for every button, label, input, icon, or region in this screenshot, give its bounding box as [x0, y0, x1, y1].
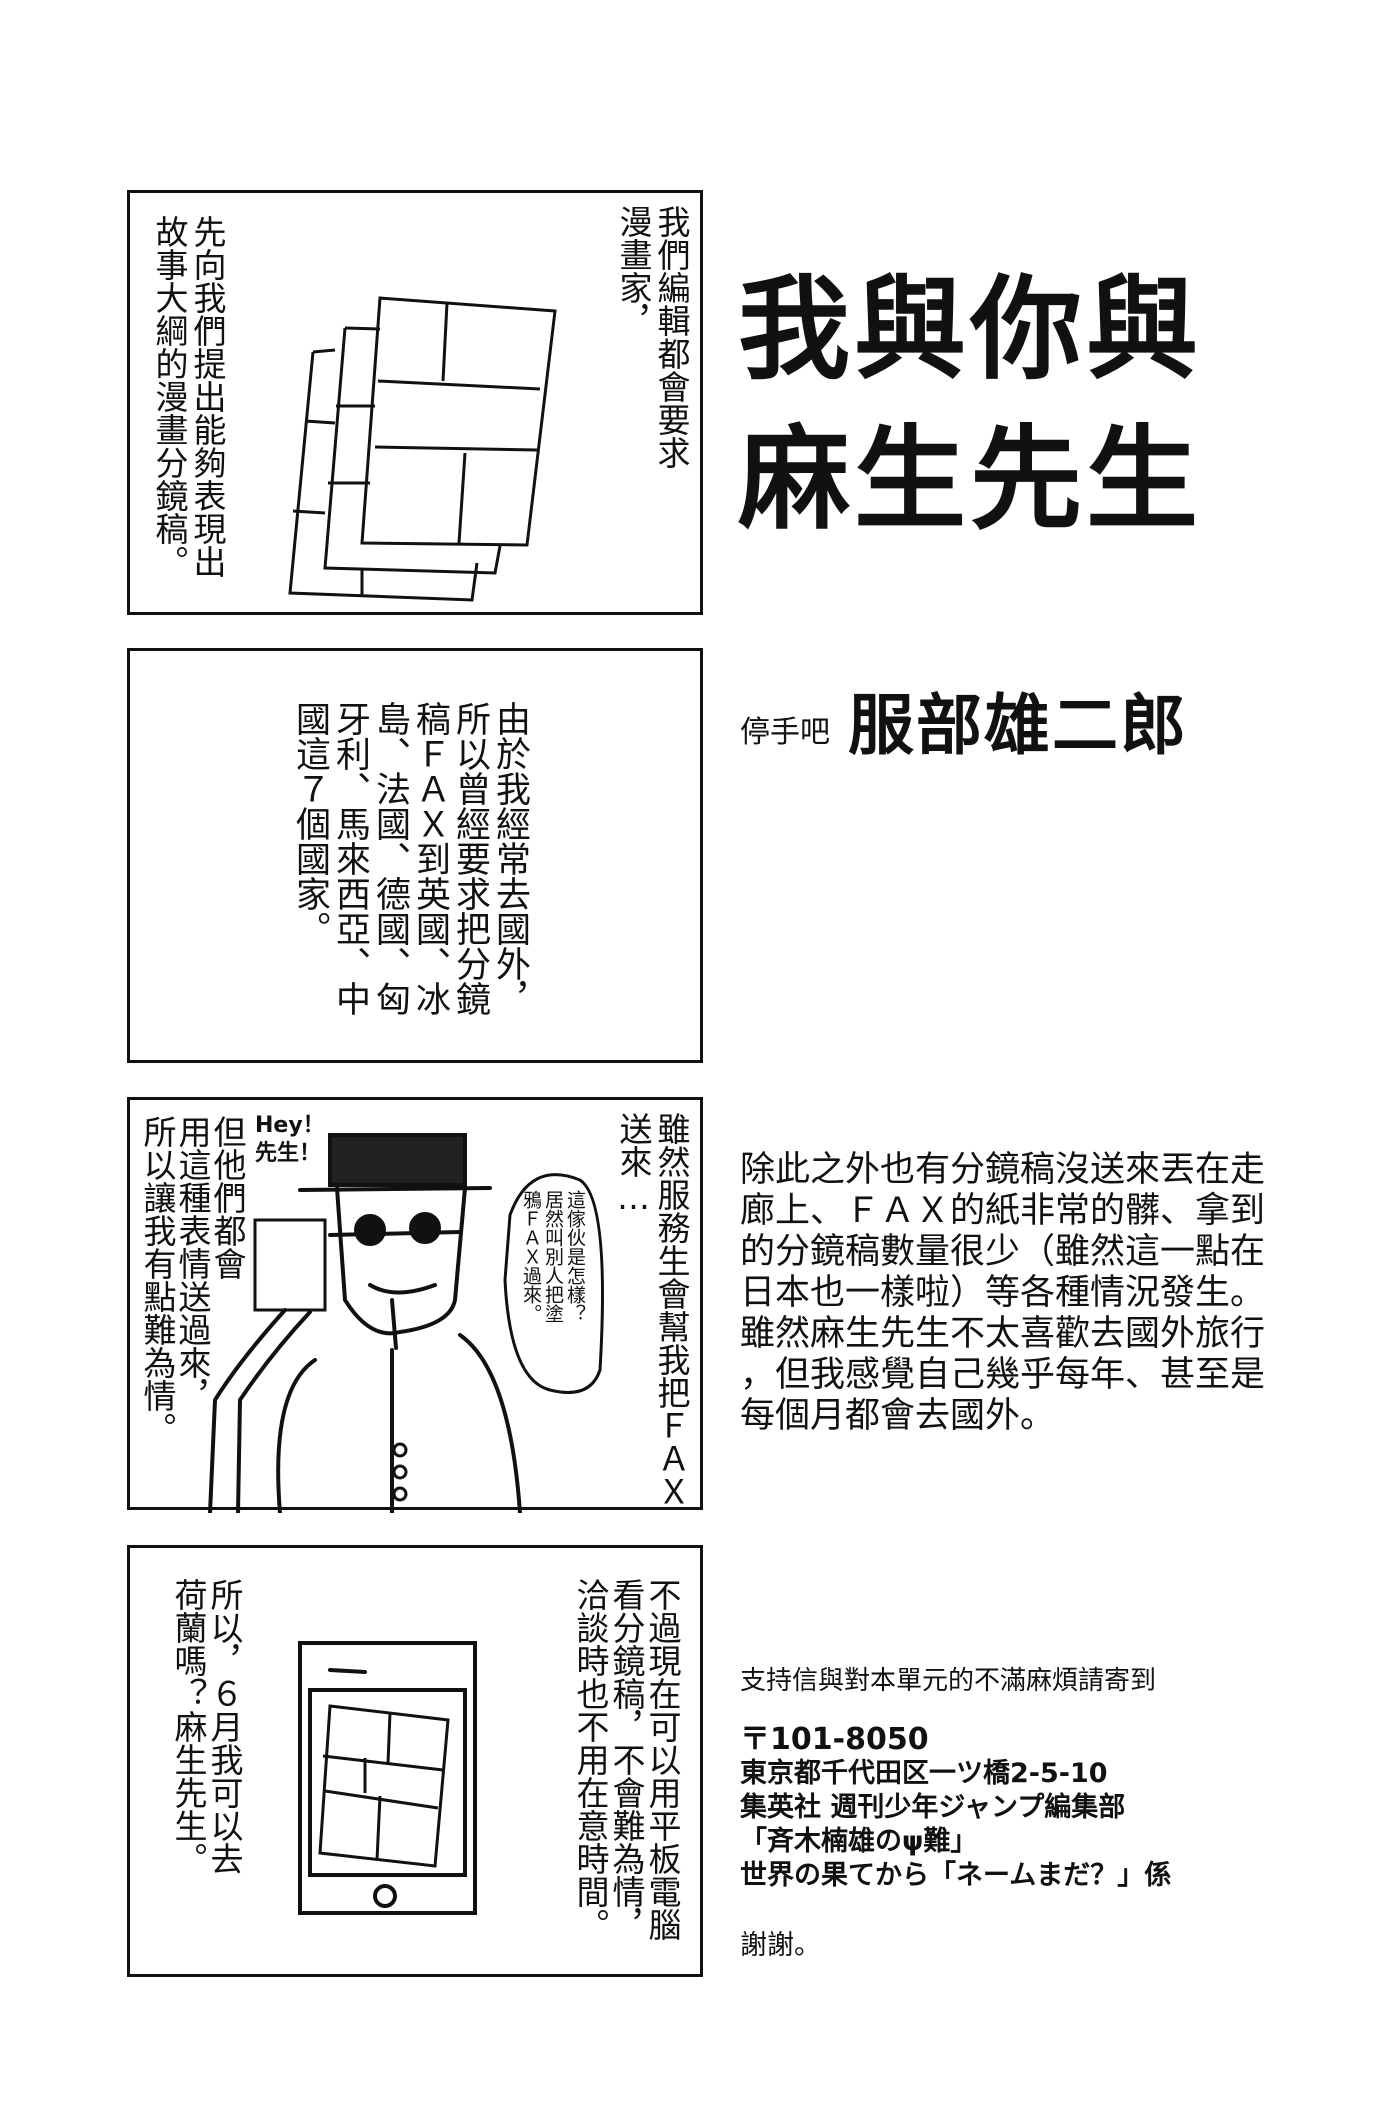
byline: 停手吧服部雄二郎 — [740, 672, 1188, 768]
comic-panel-1: 我們編輯都會要求 漫畫家， 先向我們提出能夠表現出 故事大綱的漫畫分鏡稿。 — [127, 190, 703, 615]
panel-4-left-text: 所以，６月我可以去 荷蘭嗎？麻生先生。 — [169, 1578, 244, 1875]
panel-1-right-text: 我們編輯都會要求 漫畫家， — [614, 205, 691, 469]
title-line-2: 麻生先生 — [738, 415, 1202, 545]
title-line-1: 我與你與 — [738, 265, 1202, 395]
paragraph-line: 的分鏡稿數量很少（雖然這一點在 — [740, 1232, 1266, 1272]
comic-panel-4: 不過現在可以用平板電腦 看分鏡稿，不會難為情， 洽談時也不用在意時間。 所以，６… — [127, 1545, 703, 1977]
letters-intro: 支持信與對本單元的不滿麻煩請寄到 — [740, 1666, 1157, 1696]
mailing-address: 〒101-8050 東京都千代田区一ツ橋2-5-10 集英社 週刊少年ジャンプ編… — [740, 1723, 1171, 1893]
body-paragraph: 除此之外也有分鏡稿沒送來丟在走 廊上、ＦＡＸ的紙非常的髒、拿到 的分鏡稿數量很少… — [740, 1150, 1270, 1437]
comic-panel-2: 由於我經常去國外， 所以曾經要求把分鏡 稿ＦＡＸ到英國、冰 島、法國、德國、匈 … — [127, 648, 703, 1063]
address-line: 集英社 週刊少年ジャンプ編集部 — [740, 1792, 1126, 1823]
paragraph-line: ，但我感覺自己幾乎每年、甚至是 — [740, 1355, 1266, 1395]
paragraph-line: 雖然麻生先生不太喜歡去國外旅行 — [740, 1314, 1266, 1354]
address-line: 「斉木楠雄のψ難」 — [740, 1826, 978, 1857]
paragraph-line: 日本也一樣啦）等各種情況發生。 — [740, 1273, 1266, 1313]
panel-3-right-text: 雖然服務生會幫我把ＦＡＸ 送來… — [614, 1112, 691, 1508]
panel-3-left-text: 但他們都會 用這種表情送過來， 所以讓我有點難為情。 — [138, 1115, 247, 1445]
page-title: 我與你與 麻生先生 — [738, 255, 1202, 555]
postal-code: 〒101-8050 — [740, 1722, 929, 1757]
panel-2-text: 由於我經常去國外， 所以曾經要求把分鏡 稿ＦＡＸ到英國、冰 島、法國、德國、匈 … — [290, 701, 530, 1016]
paragraph-line: 廊上、ＦＡＸ的紙非常的髒、拿到 — [740, 1191, 1266, 1231]
waiter-drawing — [208, 1133, 604, 1513]
panel-1-left-text: 先向我們提出能夠表現出 故事大綱的漫畫分鏡稿。 — [150, 215, 227, 578]
panel-4-right-text: 不過現在可以用平板電腦 看分鏡稿，不會難為情， 洽談時也不用在意時間。 — [571, 1578, 682, 1941]
paragraph-line: 每個月都會去國外。 — [740, 1396, 1056, 1436]
thought-bubble-outline — [503, 1173, 604, 1394]
tablet-drawing — [298, 1641, 477, 1915]
comic-panel-3: 雖然服務生會幫我把ＦＡＸ 送來… 但他們都會 用這種表情送過來， 所以讓我有點難… — [127, 1097, 703, 1513]
address-line: 世界の果てから「ネームまだ？」係 — [740, 1860, 1172, 1891]
thought-bubble-text: 這傢伙是怎樣？ 居然叫別人把塗 鴉ＦＡＸ過來。 — [520, 1190, 586, 1323]
author-name: 服部雄二郎 — [848, 687, 1188, 764]
letters-section: 支持信與對本單元的不滿麻煩請寄到 〒101-8050 東京都千代田区一ツ橋2-5… — [740, 1660, 1171, 1962]
thanks-text: 謝謝。 — [740, 1930, 821, 1961]
byline-prefix: 停手吧 — [740, 715, 830, 750]
storyboard-pages-drawing — [288, 296, 557, 602]
paragraph-line: 除此之外也有分鏡稿沒送來丟在走 — [740, 1150, 1266, 1190]
address-line: 東京都千代田区一ツ橋2-5-10 — [740, 1758, 1108, 1789]
shout-text: Hey！ 先生！ — [255, 1113, 325, 1166]
